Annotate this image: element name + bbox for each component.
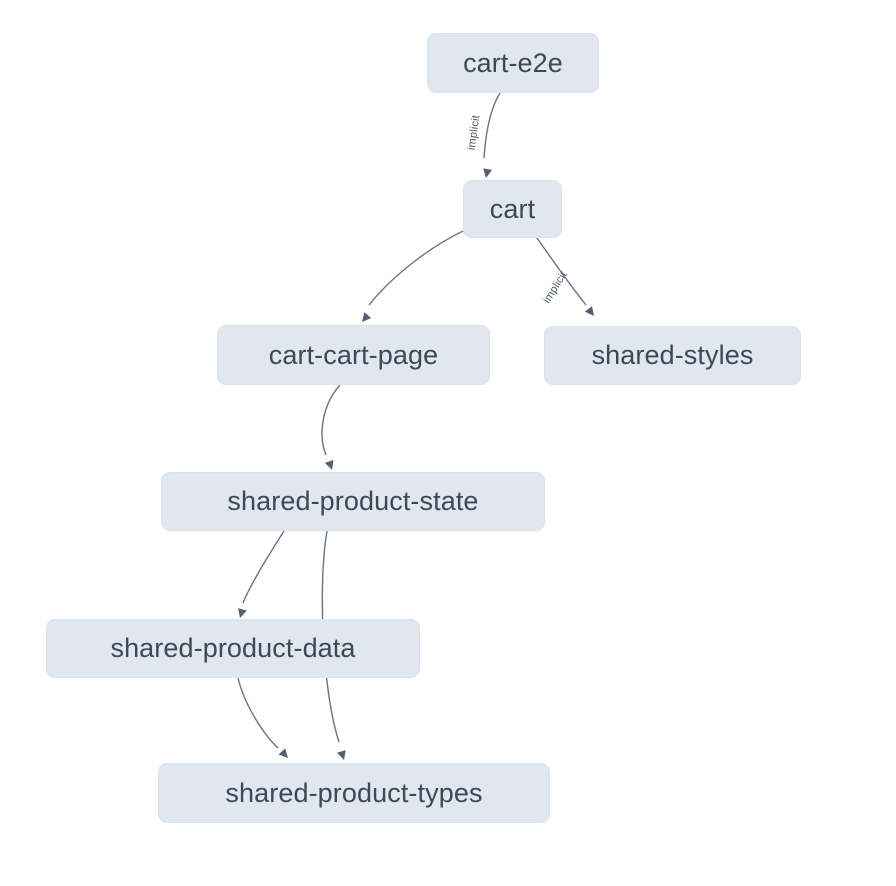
edge-arrowhead-icon (584, 306, 594, 316)
graph-edge-shared-product-data__shared-product-types (237, 677, 288, 758)
graph-node-label: shared-styles (591, 340, 754, 370)
graph-node-shared-product-types[interactable]: shared-product-types (158, 763, 550, 823)
edge-arrowhead-icon (238, 608, 247, 618)
graph-edge-cart-cart-page__shared-product-state (321, 384, 341, 470)
graph-node-shared-product-data[interactable]: shared-product-data (46, 619, 420, 678)
graph-edge-shared-product-state__shared-product-data (238, 530, 285, 618)
graph-node-shared-styles[interactable]: shared-styles (544, 326, 801, 385)
graph-edge-cart-e2e__cart: implicit (466, 92, 501, 178)
edge-label: implicit (541, 269, 570, 305)
graph-edge-cart__shared-styles: implicit (536, 237, 594, 316)
graph-node-label: cart-e2e (463, 47, 563, 78)
graph-node-label: cart-cart-page (268, 339, 439, 370)
edge-line (368, 230, 464, 306)
edge-label: implicit (466, 114, 483, 151)
edge-line (321, 384, 341, 456)
graph-node-label: cart (489, 193, 536, 224)
graph-node-cart-cart-page[interactable]: cart-cart-page (217, 325, 490, 385)
graph-node-label: shared-product-state (227, 486, 479, 516)
graph-node-shared-product-state[interactable]: shared-product-state (161, 472, 545, 531)
edge-arrowhead-icon (324, 460, 334, 470)
graph-edge-cart__cart-cart-page (362, 230, 464, 322)
edge-arrowhead-icon (483, 168, 492, 178)
graph-node-label: shared-product-types (225, 777, 483, 808)
edge-arrowhead-icon (278, 748, 288, 758)
edge-arrowhead-icon (362, 312, 372, 322)
edge-line (242, 530, 285, 604)
edge-line (237, 677, 279, 749)
graph-node-label: shared-product-data (110, 633, 356, 663)
graph-node-cart-e2e[interactable]: cart-e2e (427, 33, 599, 93)
edge-line (483, 92, 501, 159)
graph-node-cart[interactable]: cart (463, 180, 562, 238)
edge-line (536, 237, 587, 306)
edge-arrowhead-icon (337, 750, 346, 760)
